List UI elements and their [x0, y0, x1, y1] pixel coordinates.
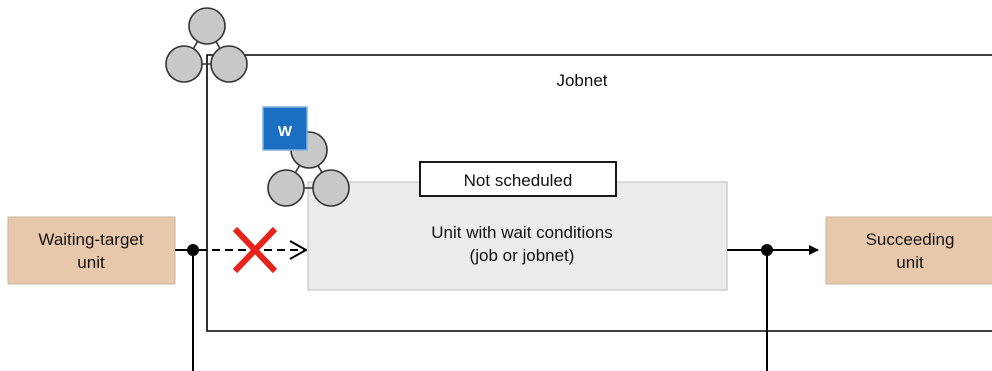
jobnet-frame: [206, 54, 992, 332]
cross-icon: [232, 226, 278, 274]
waiting-target-unit-label-1: Waiting-target: [38, 230, 143, 249]
succeeding-junction-dot: [761, 244, 773, 256]
unit-jobnet-icon: [267, 131, 350, 207]
wait-badge-label: W: [278, 123, 293, 140]
wait-unit-label-1: Unit with wait conditions: [431, 223, 612, 242]
wait-unit-box: [307, 181, 728, 291]
status-label: Not scheduled: [464, 171, 573, 190]
succeeding-unit-label-1: Succeeding: [866, 230, 955, 249]
waiting-target-junction-dot: [187, 244, 199, 256]
wait-badge: [262, 106, 308, 151]
waiting-target-unit-label-2: unit: [77, 253, 105, 272]
succeeding-unit-box: [825, 216, 992, 285]
waiting-target-unit-box: [7, 216, 176, 285]
jobnet-icon: [165, 7, 248, 83]
wait-unit-label-2: (job or jobnet): [470, 246, 575, 265]
wait-condition-arrowhead: [289, 240, 309, 260]
status-box: [419, 161, 617, 197]
jobnet-label: Jobnet: [556, 71, 607, 90]
succeeding-unit-label-2: unit: [896, 253, 924, 272]
